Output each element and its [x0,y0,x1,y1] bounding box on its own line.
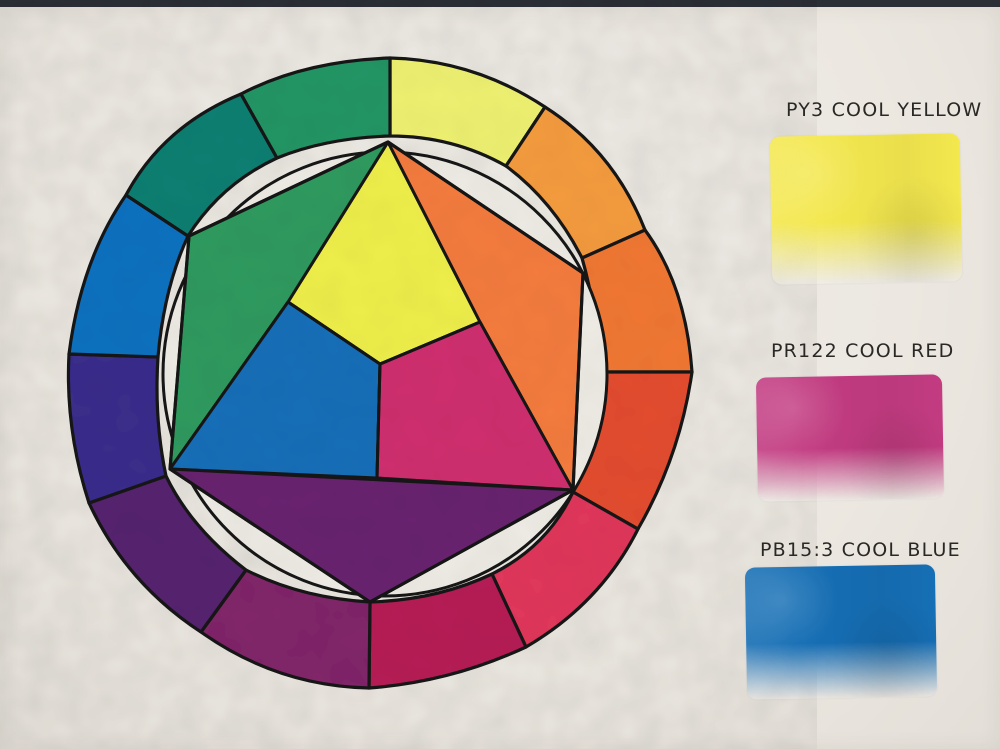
central-divider-line [375,363,382,479]
outer-ring-blue-violet-segment [66,352,168,505]
cool-yellow-label: PY3 COOL YELLOW [786,99,983,121]
cool-yellow-swatch [769,133,963,285]
hexagon-outline [168,140,585,604]
cool-red-label: PR122 COOL RED [771,340,955,362]
outer-ring-green-segment [239,56,392,160]
cool-blue-label: PB15:3 COOL BLUE [760,539,961,561]
cool-red-swatch [755,374,945,502]
cool-blue-swatch [744,564,938,700]
